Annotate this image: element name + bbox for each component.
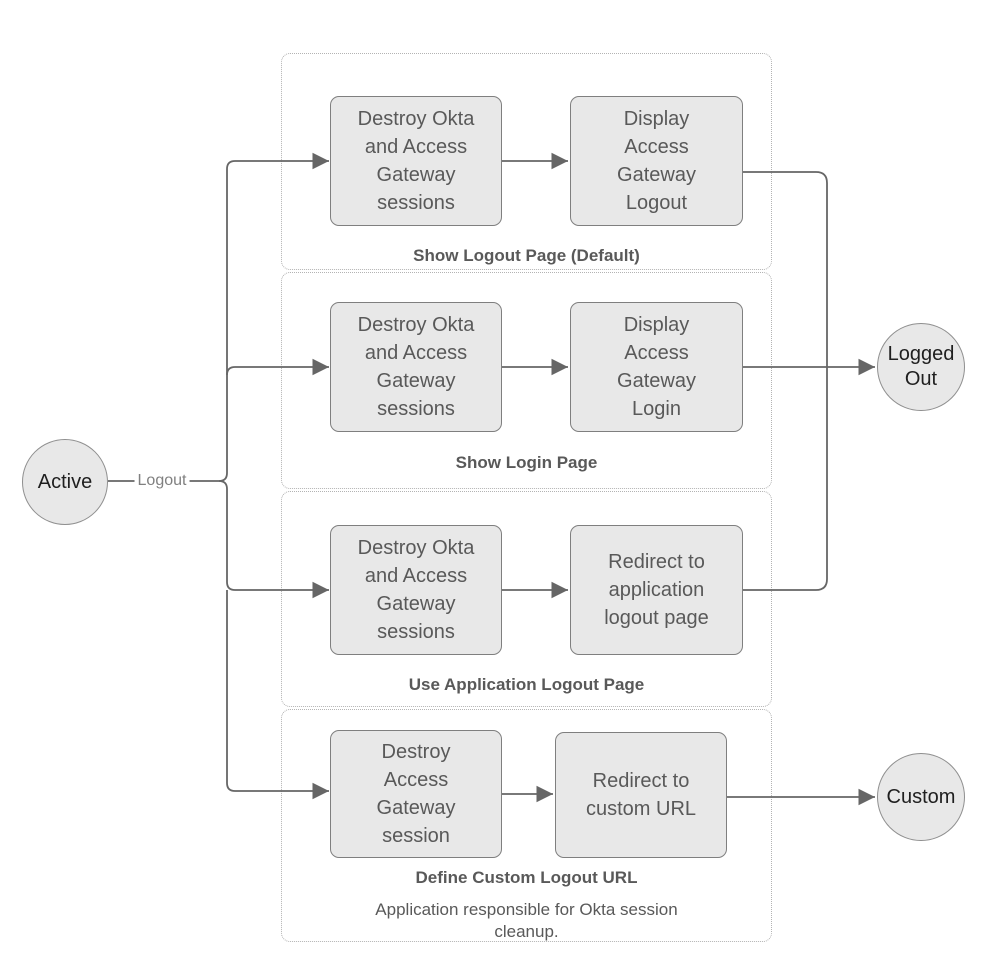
group-note: Application responsible for Okta session… (375, 900, 678, 941)
group-define-custom-logout-url: Define Custom Logout URL Application res… (281, 709, 772, 942)
connector-group1-to-loggedout (743, 171, 828, 367)
group-use-application-logout-page: Use Application Logout Page (281, 491, 772, 707)
connector-active-to-group1 (108, 152, 329, 482)
connector-group3-to-loggedout (743, 367, 828, 591)
group-title: Define Custom Logout URL (415, 868, 638, 887)
group-title: Show Logout Page (Default) (413, 246, 640, 265)
group-title: Show Login Page (455, 453, 598, 472)
connector-trunk-to-group2 (226, 358, 329, 376)
connector-trunk-to-group4 (226, 590, 329, 800)
group-title: Use Application Logout Page (408, 675, 645, 694)
connector-trunk-to-group3 (218, 480, 329, 599)
group-show-login-page: Show Login Page (281, 272, 772, 489)
